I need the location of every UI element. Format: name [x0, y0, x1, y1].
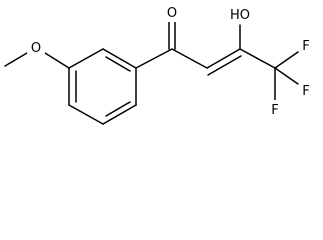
hydroxyl-label: HO [230, 8, 250, 23]
bond-c-cf3 [239, 48, 276, 69]
bond-ring-inner-top [105, 56, 131, 72]
bond-methyl-o [4, 52, 28, 67]
bond-ring-c6-c1 [68, 48, 104, 69]
carbonyl-oxygen-label: O [167, 6, 177, 21]
bond-alkene-1 [206, 48, 241, 69]
bond-ring-carbonyl [135, 48, 173, 69]
structural-formula: O O HO F F F [4, 6, 310, 125]
fluorine-label-bottom: F [271, 103, 278, 118]
bond-ring-inner-bottom [105, 101, 131, 117]
bond-ring-c3-c4 [102, 104, 137, 125]
methoxy-oxygen-label: O [31, 41, 41, 56]
fluorine-label-lower: F [302, 84, 309, 99]
bond-ring-c5-c6 [102, 48, 137, 69]
bond-alkene-2 [207, 55, 242, 76]
bond-ring-c2-c3 [68, 104, 104, 125]
bond-cf-1 [274, 51, 299, 69]
bond-carbonyl-ch [171, 48, 208, 69]
fluorine-label-upper: F [302, 39, 309, 54]
bond-o-ring [44, 52, 70, 69]
bond-cf-2 [274, 67, 299, 85]
